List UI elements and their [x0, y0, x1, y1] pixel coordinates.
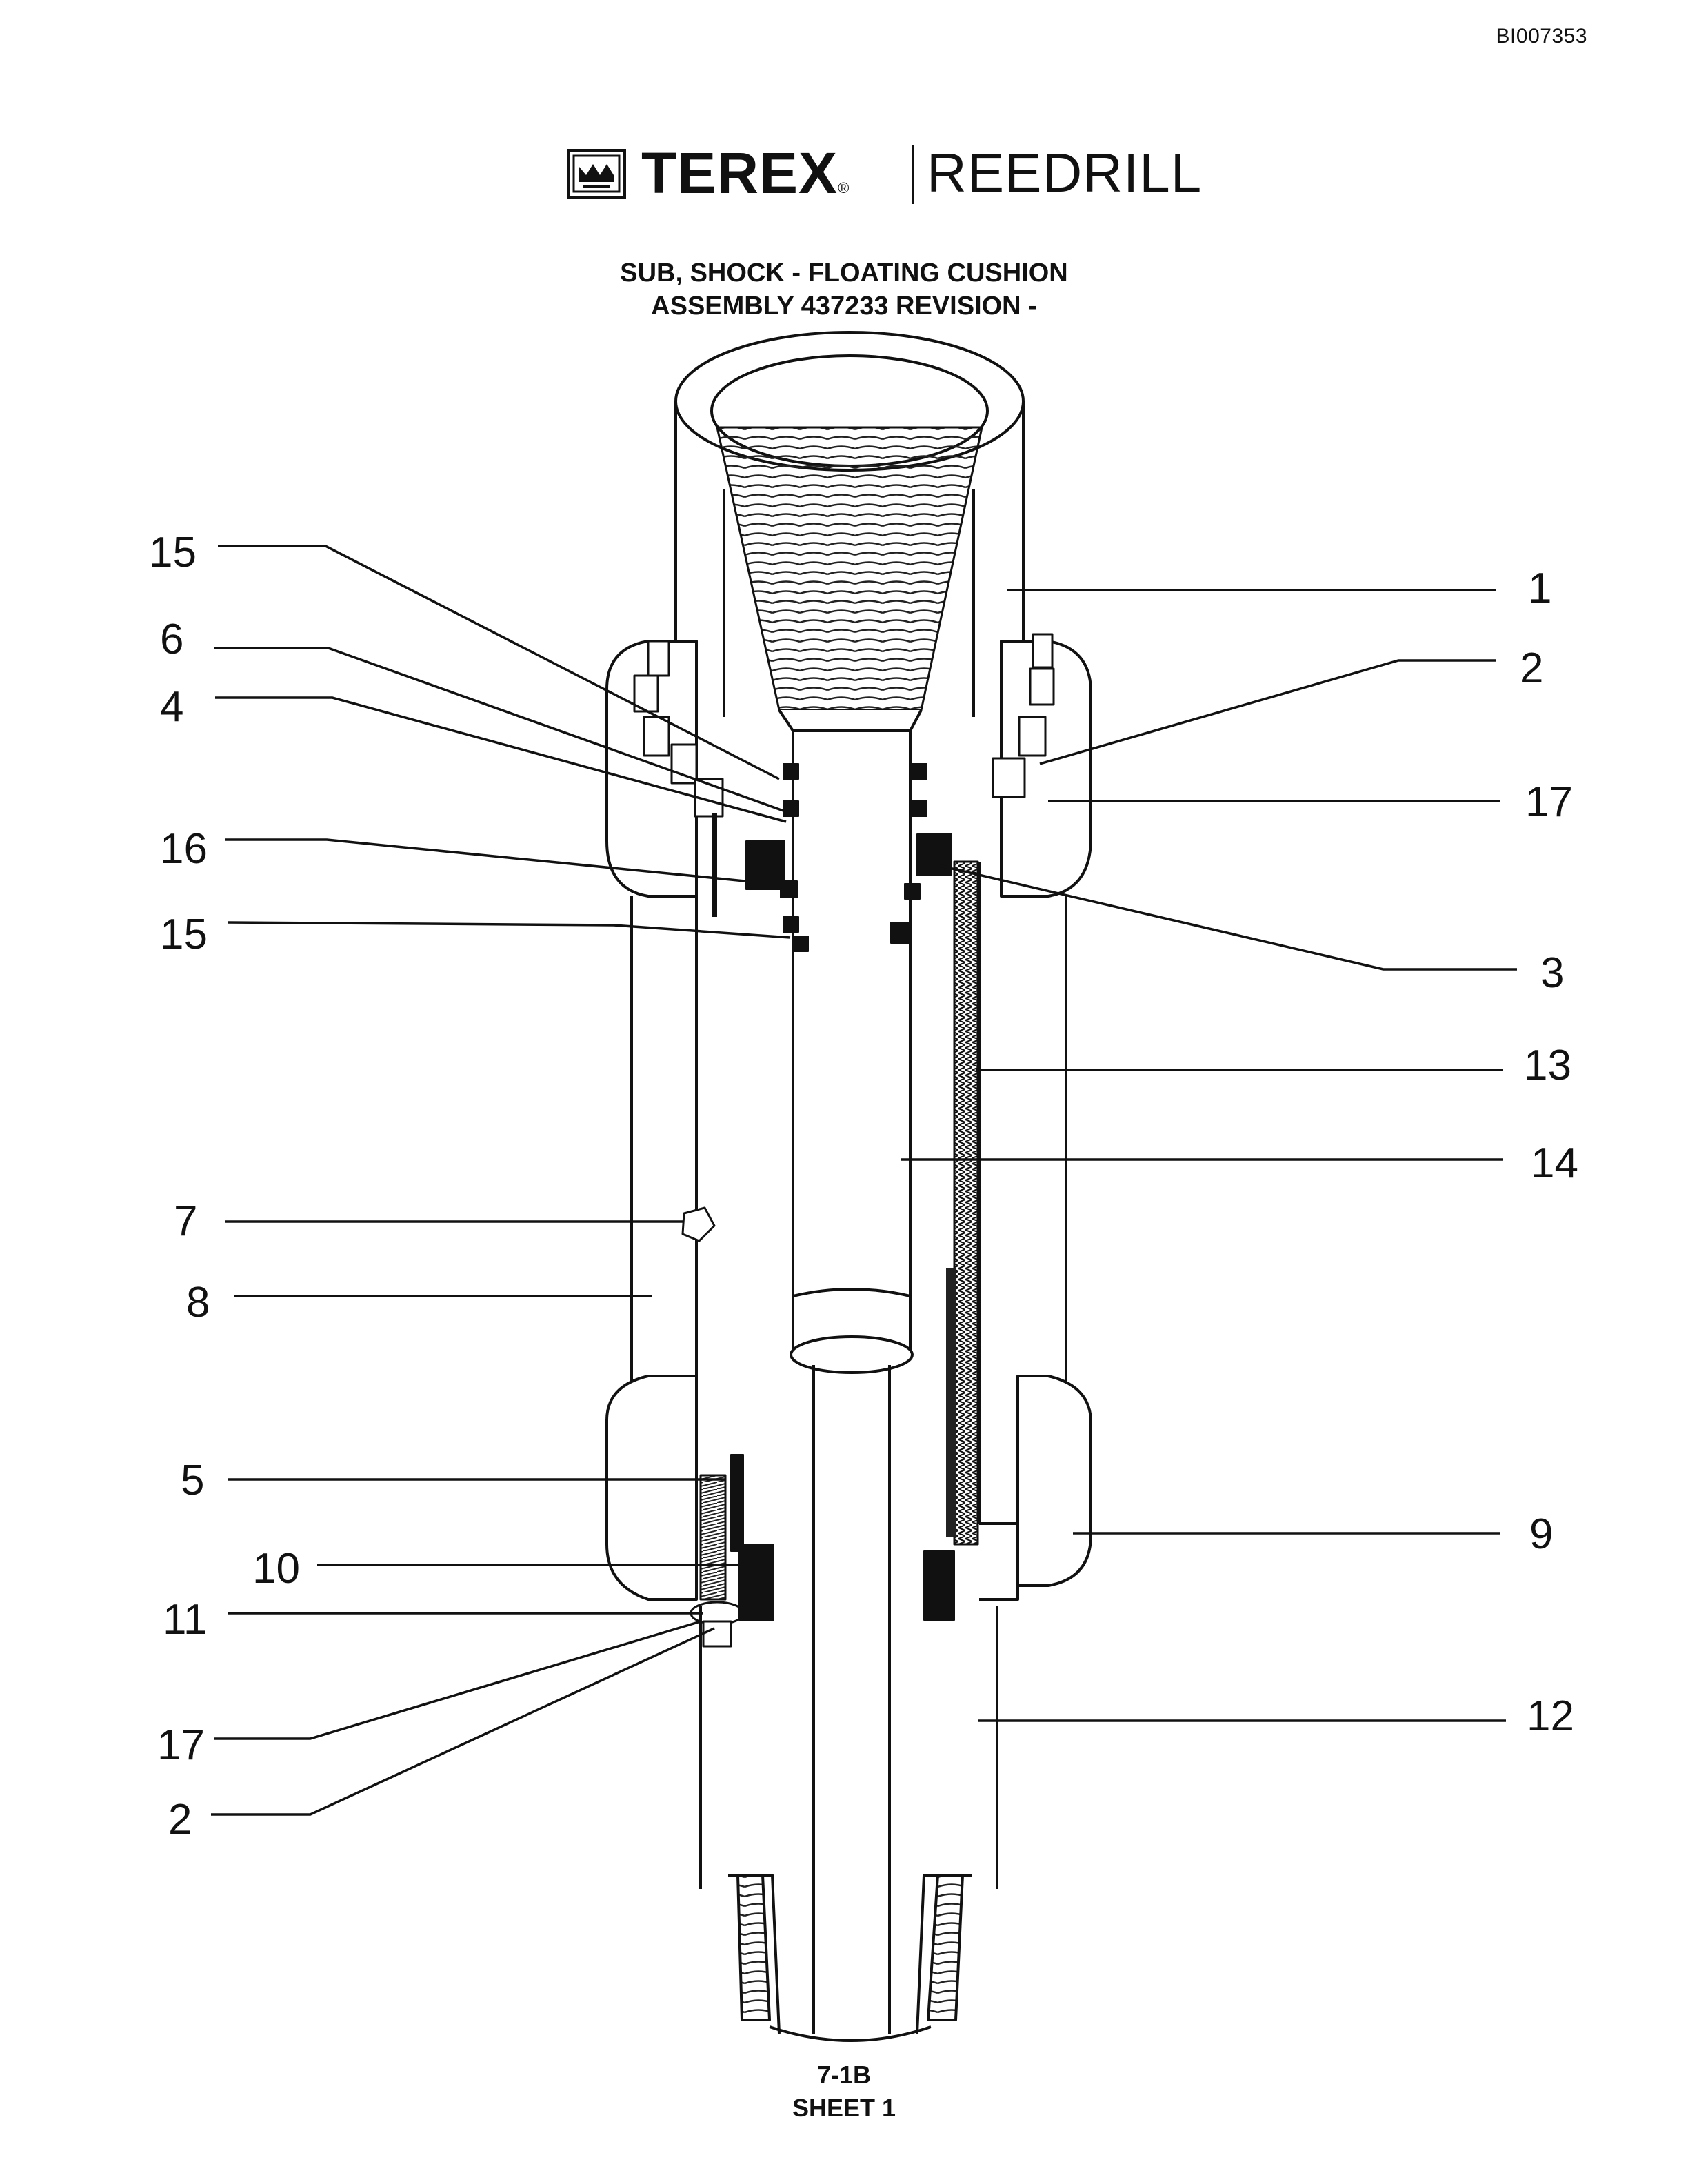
callout-2-lower: 2 [168, 1796, 192, 1843]
callout-5: 5 [181, 1457, 204, 1504]
callout-17-upper: 17 [1525, 778, 1573, 826]
document-id: BI007353 [1496, 25, 1587, 48]
sheet-footer: 7-1B SHEET 1 [0, 2059, 1688, 2125]
callout-15-upper: 15 [149, 529, 197, 576]
callout-9: 9 [1529, 1510, 1553, 1558]
sheet-code: 7-1B [816, 2061, 872, 2089]
drawing-body [605, 331, 1092, 2042]
upper-bolts [633, 633, 1055, 917]
callout-8: 8 [186, 1279, 210, 1326]
seal-stack-upper [745, 763, 952, 952]
title-line-1: SUB, SHOCK - FLOATING CUSHION [620, 259, 1068, 287]
inner-mandrel [790, 731, 914, 2034]
upper-flange [605, 640, 1092, 898]
callout-4: 4 [160, 683, 183, 731]
callout-10: 10 [252, 1545, 300, 1593]
callout-1: 1 [1528, 565, 1551, 612]
top-sub-box [674, 331, 1025, 732]
page-title: SUB, SHOCK - FLOATING CUSHION ASSEMBLY 4… [0, 256, 1688, 323]
callout-6: 6 [160, 616, 183, 663]
title-line-2: ASSEMBLY 437233 REVISION - [651, 292, 1037, 321]
callout-17-lower: 17 [157, 1721, 205, 1769]
leader-lines [211, 545, 1517, 1816]
callout-13: 13 [1524, 1042, 1571, 1089]
crown-logo-icon [567, 149, 626, 199]
callout-7: 7 [174, 1197, 197, 1245]
cushion-element [946, 860, 979, 1546]
callout-11: 11 [163, 1596, 207, 1644]
terex-reedrill-logo: TEREX® REEDRILL [567, 142, 1201, 207]
brand-name: TEREX® [641, 141, 850, 205]
callout-2-upper: 2 [1520, 645, 1543, 692]
logo-divider [912, 145, 914, 204]
callout-16: 16 [160, 825, 208, 873]
bottom-sub [699, 1606, 998, 2042]
plug-7 [681, 1206, 716, 1242]
product-name: REEDRILL [927, 142, 1203, 203]
seal-stack-lower [730, 1454, 955, 1621]
callout-14: 14 [1531, 1140, 1578, 1187]
lower-bolts [690, 1474, 745, 1648]
sheet-label: SHEET 1 [792, 2094, 896, 2122]
outer-barrel [630, 813, 1067, 1524]
callout-labels: 15 6 4 16 15 7 8 5 10 11 17 2 1 2 17 3 1… [149, 529, 1578, 1843]
callout-3: 3 [1540, 949, 1564, 997]
callout-12: 12 [1527, 1692, 1574, 1740]
callout-15-lower: 15 [160, 911, 208, 958]
